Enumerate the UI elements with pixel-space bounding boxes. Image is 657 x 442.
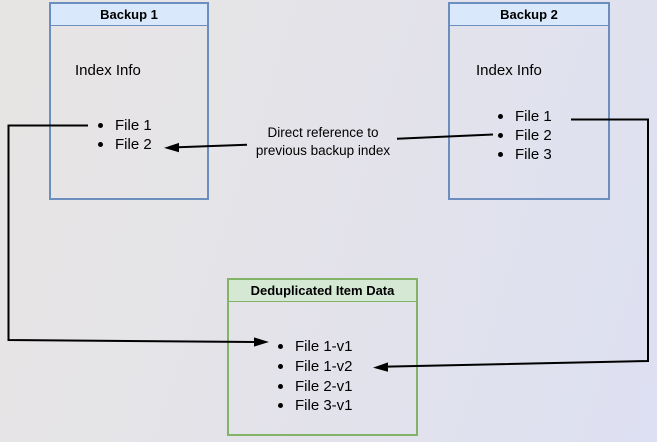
item-label: File 2-v1 [295, 377, 353, 395]
bullet-icon [278, 403, 283, 409]
list-item: File 2 [98, 135, 152, 154]
file-label: File 1 [115, 117, 152, 134]
list-item: File 3-v1 [278, 396, 353, 416]
backup2-index-info-label: Index Info [476, 62, 542, 79]
item-label: File 1-v2 [295, 358, 353, 376]
bullet-icon [98, 142, 103, 147]
bullet-icon [278, 383, 283, 389]
bullet-icon [278, 344, 283, 350]
file-label: File 1 [515, 108, 552, 125]
list-item: File 1 [498, 107, 552, 126]
dedup-item-list: File 1-v1 File 1-v2 File 2-v1 File 3-v1 [278, 337, 353, 416]
deduplicated-item-data-box: Deduplicated Item Data File 1-v1 File 1-… [227, 278, 418, 436]
backup1-title: Backup 1 [51, 4, 207, 26]
file-label: File 2 [515, 127, 552, 144]
list-item: File 2 [498, 126, 552, 145]
bullet-icon [278, 364, 283, 370]
item-label: File 1-v1 [295, 338, 353, 356]
backup1-box: Backup 1 Index Info File 1 File 2 [49, 2, 209, 200]
file-label: File 3 [515, 146, 552, 163]
bullet-icon [498, 152, 503, 157]
list-item: File 1 [98, 116, 152, 135]
list-item: File 1-v2 [278, 357, 353, 377]
dedup-title: Deduplicated Item Data [229, 280, 416, 302]
bullet-icon [498, 133, 503, 138]
bullet-icon [498, 114, 503, 119]
item-label: File 3-v1 [295, 397, 353, 415]
edge-label-line2: previous backup index [255, 143, 391, 158]
backup2-title: Backup 2 [450, 4, 608, 26]
list-item: File 2-v1 [278, 376, 353, 396]
direct-reference-edge-label: Direct reference to previous backup inde… [247, 124, 399, 160]
list-item: File 1-v1 [278, 337, 353, 357]
list-item: File 3 [498, 145, 552, 164]
file-label: File 2 [115, 136, 152, 153]
backup2-box: Backup 2 Index Info File 1 File 2 File 3 [448, 2, 610, 200]
bullet-icon [98, 123, 103, 128]
backup2-file-list: File 1 File 2 File 3 [498, 107, 552, 164]
backup1-file-list: File 1 File 2 [98, 116, 152, 154]
backup1-index-info-label: Index Info [75, 62, 141, 79]
edge-label-line1: Direct reference to [267, 125, 379, 140]
